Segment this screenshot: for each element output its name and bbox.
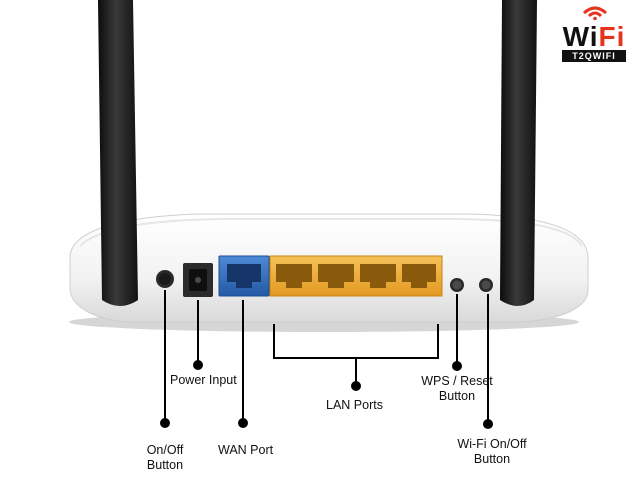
on-off-label-line2: Button: [146, 458, 184, 472]
wifi-on-off-label-line2: Button: [473, 452, 511, 466]
lan-ports: [269, 255, 443, 297]
wifi-callout-dot: [483, 419, 493, 429]
wifi-on-off-label-line1: Wi-Fi On/Off: [457, 437, 527, 451]
logo-wordmark-part-a: Wi: [562, 21, 599, 52]
lan-callout-dot: [351, 381, 361, 391]
lan-ports-label: LAN Ports: [326, 398, 383, 412]
wps-reset-label-line2: Button: [438, 389, 476, 403]
on-off-button: [156, 270, 174, 288]
wps-reset-label-line1: WPS / Reset: [421, 374, 493, 388]
left-antenna: [98, 0, 138, 306]
wifi-signal-icon: [582, 6, 608, 20]
brand-logo: WiFi T2QWIFI: [552, 4, 636, 66]
logo-subtext: T2QWIFI: [562, 50, 626, 62]
callout-lines: [160, 290, 493, 429]
wan-port-label: WAN Port: [218, 443, 274, 457]
on-off-label-line1: On/Off: [146, 443, 184, 457]
logo-wordmark: WiFi: [552, 22, 636, 52]
power-input-jack: [183, 263, 213, 297]
wifi-on-off-button: [479, 278, 493, 292]
wan-port: [218, 255, 270, 297]
lan-port-2: [318, 264, 354, 288]
on-off-callout-dot: [160, 418, 170, 428]
on-off-label: On/Off Button: [135, 443, 195, 473]
power-callout-dot: [193, 360, 203, 370]
lan-port-4: [402, 264, 436, 288]
power-input-label: Power Input: [170, 373, 237, 387]
wan-callout-dot: [238, 418, 248, 428]
right-antenna: [500, 0, 537, 306]
logo-wordmark-part-b: Fi: [598, 21, 626, 52]
wps-reset-button: [450, 278, 464, 292]
lan-port-3: [360, 264, 396, 288]
wifi-on-off-label: Wi-Fi On/Off Button: [445, 437, 539, 467]
lan-port-1: [276, 264, 312, 288]
wps-reset-label: WPS / Reset Button: [411, 374, 503, 404]
wps-callout-dot: [452, 361, 462, 371]
